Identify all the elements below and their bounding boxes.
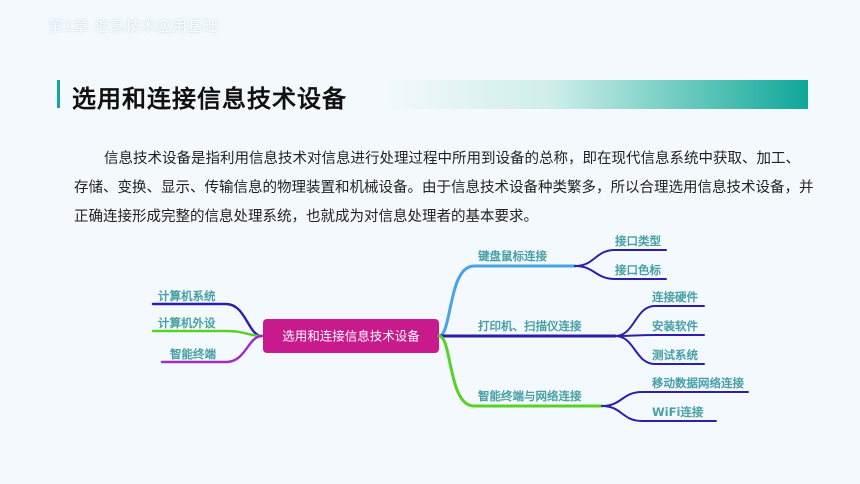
left-branch-label: 智能终端 [170, 347, 216, 361]
left-branch-line [151, 329, 264, 338]
left-branch-label: 计算机系统 [158, 289, 216, 303]
child-node-label: 测试系统 [652, 348, 698, 362]
child-branch-line [574, 265, 667, 280]
child-node-label: 接口类型 [615, 234, 661, 248]
center-node-label: 选用和连接信息技术设备 [282, 329, 420, 344]
center-node [263, 319, 439, 353]
left-branch-label: 计算机外设 [158, 316, 216, 330]
right-branch-label: 键盘鼠标连接 [477, 249, 547, 263]
child-node-label: 安装软件 [652, 319, 698, 333]
right-branch-label: 智能终端与网络连接 [478, 389, 582, 403]
child-node-label: 连接硬件 [652, 290, 698, 304]
left-branch-line [160, 334, 264, 364]
chapter-header: 第1章 信息技术应用基础 [48, 17, 219, 35]
child-node-label: WiFi连接 [652, 405, 704, 419]
title-gradient-band [380, 80, 808, 109]
child-branch-line [601, 391, 749, 407]
child-branch-line [614, 335, 705, 365]
child-branch-line [601, 405, 717, 422]
intro-paragraph: 信息技术设备是指利用信息技术对信息进行处理过程中所用到设备的总称，即在现代信息系… [74, 151, 814, 225]
right-branch-line [437, 264, 577, 338]
child-branch-line [614, 334, 705, 337]
child-node-label: 移动数据网络连接 [652, 376, 744, 390]
right-branch-label: 打印机、扫描仪连接 [478, 319, 582, 333]
right-branch-line [437, 334, 604, 408]
title-accent-bar [57, 80, 60, 108]
child-node-label: 接口色标 [615, 263, 661, 277]
page-title: 选用和连接信息技术设备 [72, 85, 347, 113]
